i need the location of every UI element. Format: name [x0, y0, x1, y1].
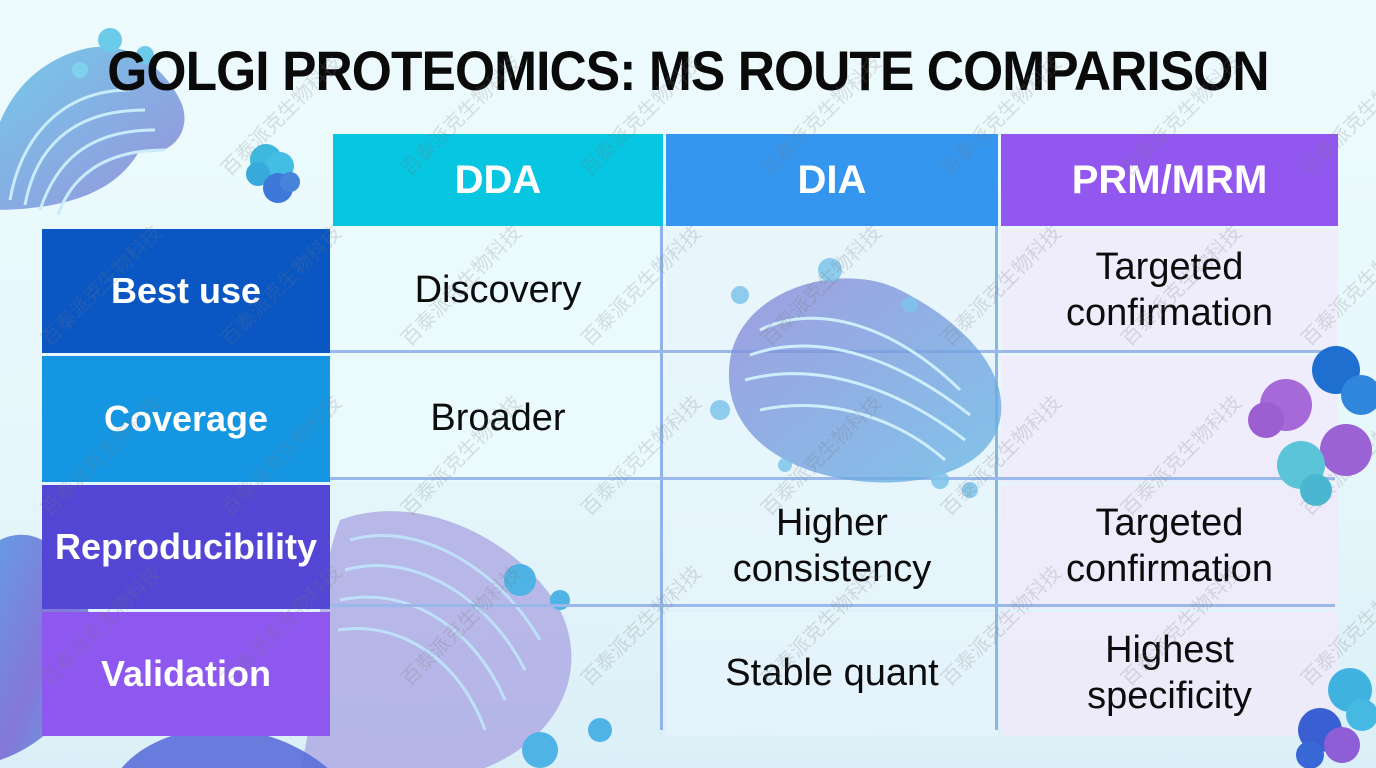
column-header-label: PRM/MRM: [1071, 158, 1268, 202]
table-corner: [42, 134, 330, 226]
column-header-dia: DIA: [666, 134, 998, 226]
table-cell-reproducibility-dda: [333, 485, 663, 609]
cell-text: Targeted confirmation: [1066, 246, 1273, 334]
cell-text: Stable quant: [725, 652, 939, 695]
protein-cluster-right: [1248, 346, 1376, 506]
column-header-dda: DDA: [333, 134, 663, 226]
row-header-validation: Validation: [42, 612, 330, 736]
row-header-reproducibility: Reproducibility: [42, 485, 330, 609]
row-header-label: Validation: [100, 653, 272, 695]
protein-cluster-bottom-right: [1296, 668, 1376, 768]
table-cell-validation-prm: Highest specificity: [1001, 612, 1338, 736]
table-cell-best-use-prm: Targeted confirmation: [1001, 229, 1338, 353]
row-header-best-use: Best use: [42, 229, 330, 353]
row-header-label: Reproducibility: [54, 526, 318, 568]
column-header-label: DDA: [454, 158, 542, 202]
comparison-table: DDA DIA PRM/MRM Best use Discovery Targe…: [42, 134, 1338, 736]
golgi-illustration-center: [710, 258, 1002, 498]
golgi-illustration-top-left: [0, 28, 185, 216]
row-header-label: Coverage: [103, 398, 269, 440]
column-header-label: DIA: [797, 158, 867, 202]
cell-text: Highest specificity: [1087, 629, 1252, 717]
cell-text: Broader: [430, 397, 566, 440]
cell-text: Higher consistency: [732, 502, 932, 590]
cell-text: Targeted confirmation: [1066, 502, 1273, 590]
table-cell-validation-dia: Stable quant: [666, 612, 998, 736]
table-cell-validation-dda: [333, 612, 663, 736]
cell-text: Discovery: [414, 269, 582, 312]
table-cell-coverage-dda: Broader: [333, 356, 663, 482]
column-header-prm-mrm: PRM/MRM: [1001, 134, 1338, 226]
protein-cluster-top-left: [246, 144, 300, 203]
row-header-label: Best use: [110, 270, 262, 312]
page-title: GOLGI PROTEOMICS: MS ROUTE COMPARISON: [107, 39, 1269, 102]
row-header-coverage: Coverage: [42, 356, 330, 482]
table-cell-best-use-dda: Discovery: [333, 229, 663, 353]
table-cell-reproducibility-prm: Targeted confirmation: [1001, 485, 1338, 609]
table-cell-reproducibility-dia: Higher consistency: [666, 485, 998, 609]
